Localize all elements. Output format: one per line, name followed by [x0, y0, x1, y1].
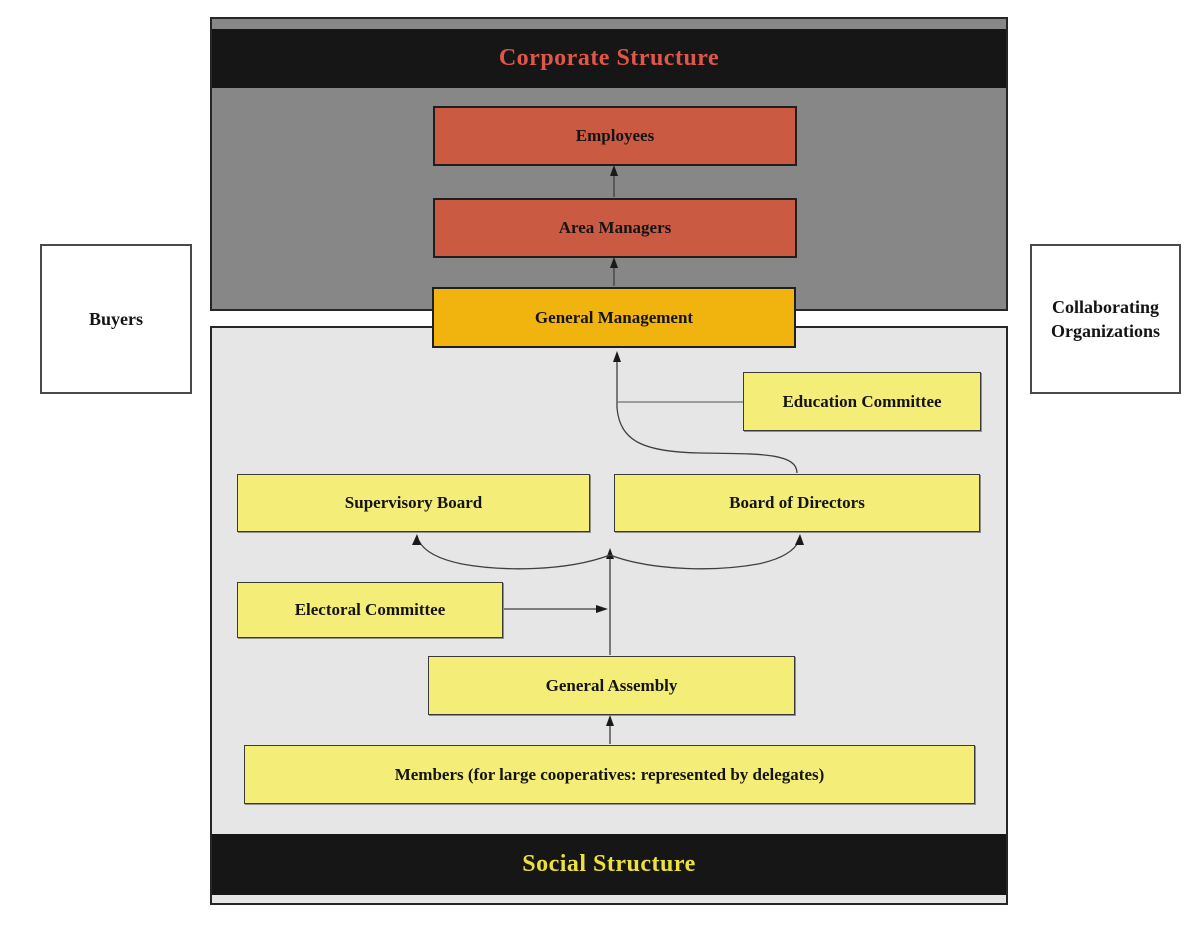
social-structure-title: Social Structure	[522, 851, 696, 877]
node-collaborating-organizations-label: Collaborating Organizations	[1050, 296, 1160, 341]
node-electoral-committee: Electoral Committee	[237, 582, 503, 638]
social-structure-banner: Social Structure	[212, 834, 1006, 895]
node-buyers: Buyers	[40, 244, 192, 394]
node-education-committee: Education Committee	[743, 372, 981, 431]
node-employees: Employees	[433, 106, 797, 166]
node-members-label: Members (for large cooperatives: represe…	[394, 764, 825, 784]
node-education-committee-label: Education Committee	[782, 391, 942, 411]
corporate-structure-title: Corporate Structure	[498, 45, 720, 71]
node-board-of-directors-label: Board of Directors	[729, 493, 865, 512]
node-supervisory-board: Supervisory Board	[237, 474, 590, 532]
node-general-management: General Management	[432, 287, 796, 348]
node-general-management-label: General Management	[534, 307, 694, 327]
node-area-managers: Area Managers	[433, 198, 797, 258]
node-members: Members (for large cooperatives: represe…	[244, 745, 975, 804]
node-area-managers-label: Area Managers	[558, 218, 672, 237]
node-general-assembly-label: General Assembly	[545, 675, 678, 695]
node-buyers-label: Buyers	[89, 308, 143, 329]
node-collaborating-organizations: Collaborating Organizations	[1030, 244, 1181, 394]
node-board-of-directors: Board of Directors	[614, 474, 980, 532]
corporate-structure-banner: Corporate Structure	[212, 29, 1006, 88]
node-electoral-committee-label: Electoral Committee	[294, 600, 446, 619]
corporate-structure-panel: Corporate Structure	[210, 17, 1008, 311]
node-supervisory-board-label: Supervisory Board	[344, 493, 483, 512]
node-employees-label: Employees	[575, 126, 655, 145]
node-general-assembly: General Assembly	[428, 656, 795, 715]
